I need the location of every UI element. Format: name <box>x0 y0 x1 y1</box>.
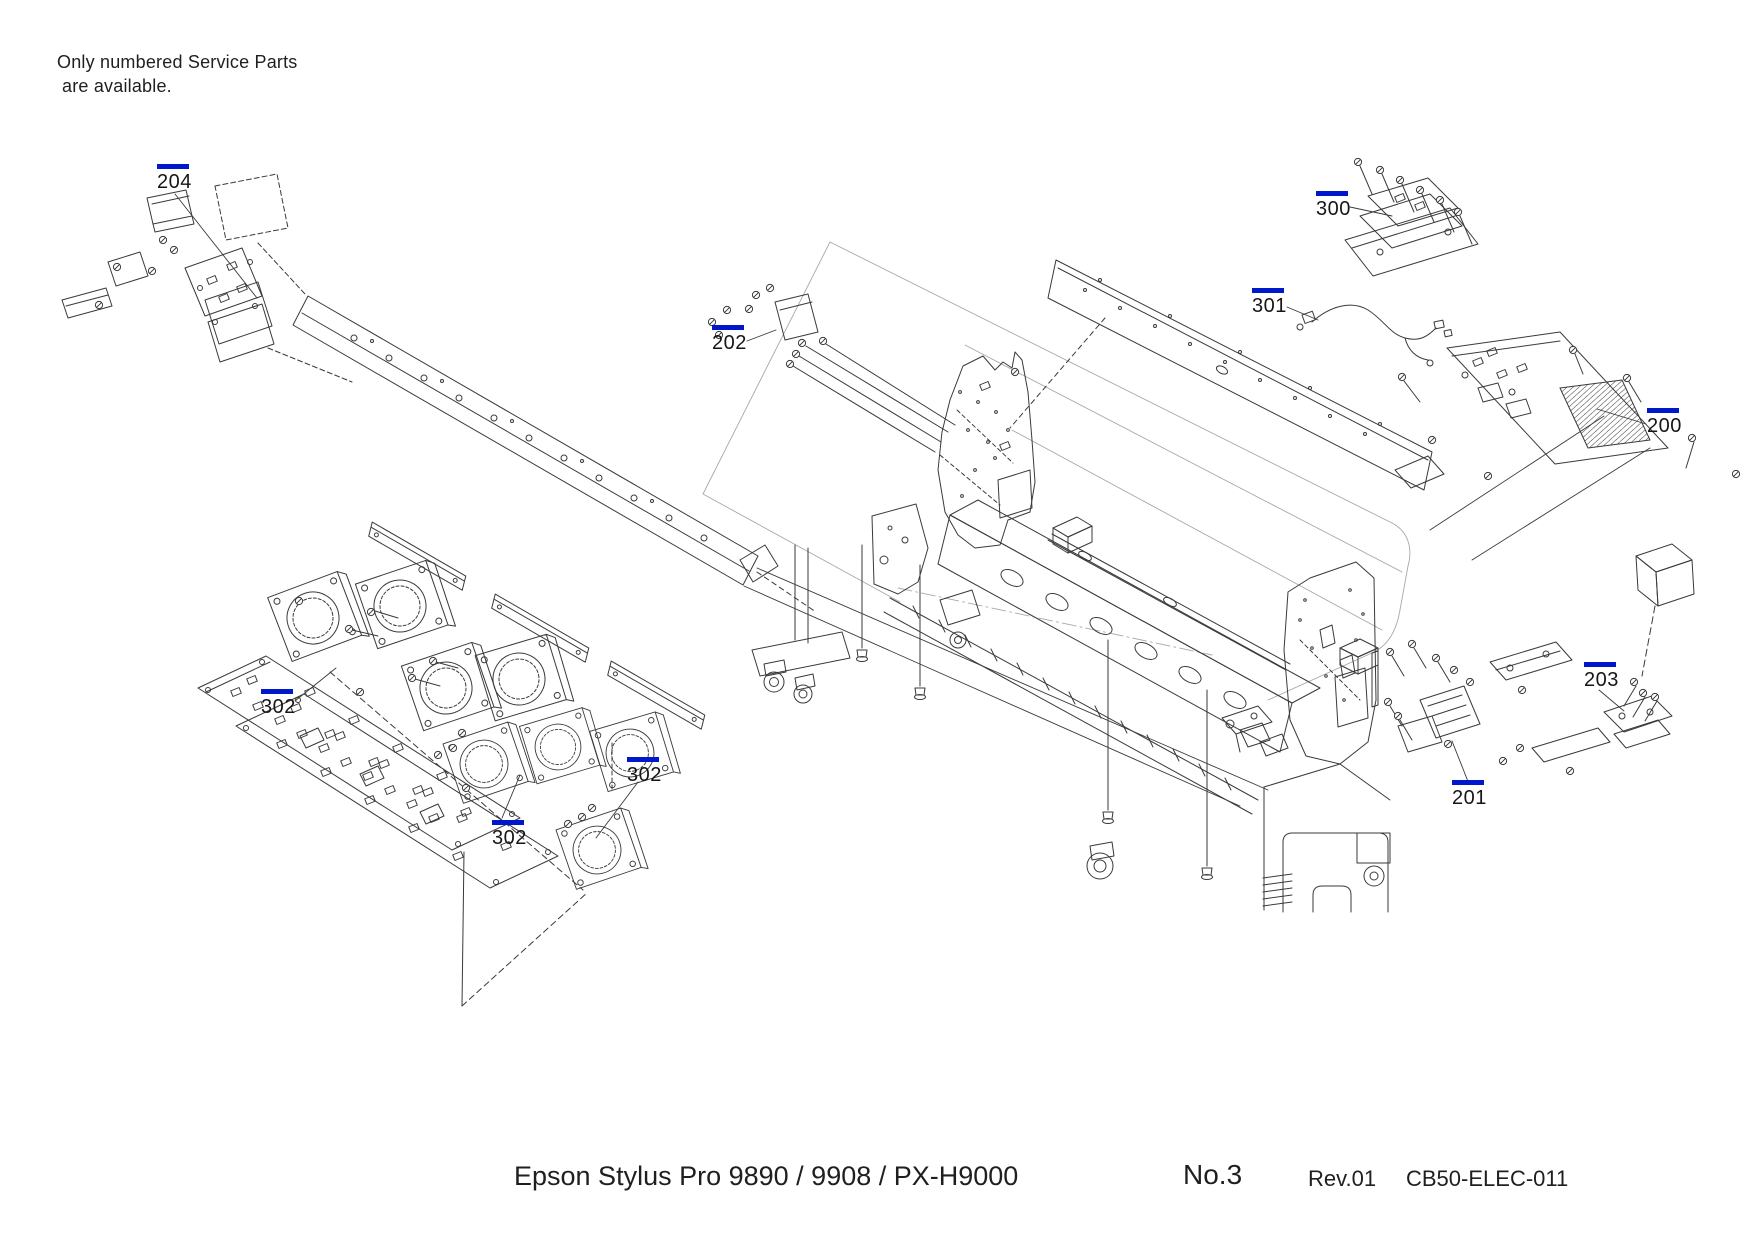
right-long-panel <box>1009 259 1445 491</box>
part-label-202: 202 <box>712 325 747 353</box>
part-label-201: 201 <box>1452 780 1487 808</box>
part-label-301: 301 <box>1252 288 1287 316</box>
part-label-302: 302 <box>627 757 662 785</box>
part-200-board <box>1403 331 1695 561</box>
part-number: 202 <box>712 332 747 354</box>
part-number: 203 <box>1584 669 1619 691</box>
part-number: 301 <box>1252 295 1287 317</box>
part-number: 204 <box>157 171 192 193</box>
part-label-bar <box>1647 408 1679 413</box>
part-label-300: 300 <box>1316 191 1351 219</box>
label-leader-lines <box>174 193 1647 839</box>
part-203-assembly <box>1603 543 1695 749</box>
part-label-203: 203 <box>1584 662 1619 690</box>
part-201-assembly <box>1389 641 1611 763</box>
part-number: 302 <box>492 827 527 849</box>
part-number: 201 <box>1452 787 1487 809</box>
service-note: Only numbered Service Parts are availabl… <box>57 50 298 98</box>
part-label-bar <box>492 820 524 825</box>
printer-chassis <box>751 351 1391 913</box>
part-label-bar <box>627 757 659 762</box>
part-number: 300 <box>1316 198 1351 220</box>
part-number: 302 <box>261 696 296 718</box>
driver-board-assembly <box>197 655 589 1007</box>
service-note-line1: Only numbered Service Parts <box>57 52 298 72</box>
part-label-302: 302 <box>261 689 296 717</box>
part-label-bar <box>712 325 744 330</box>
part-number: 200 <box>1647 415 1682 437</box>
part-label-bar <box>1252 288 1284 293</box>
part-label-bar <box>261 689 293 694</box>
part-label-bar <box>1316 191 1348 196</box>
part-label-302: 302 <box>492 820 527 848</box>
part-label-204: 204 <box>157 164 192 192</box>
part-label-bar <box>157 164 189 169</box>
fan-assemblies <box>265 521 709 892</box>
part-301-cable <box>1296 304 1453 367</box>
part-300-assembly <box>1344 165 1479 277</box>
part-label-bar <box>1584 662 1616 667</box>
rail-assembly <box>292 295 1269 807</box>
part-202-assembly <box>774 293 956 453</box>
part-label-200: 200 <box>1647 408 1682 436</box>
printer-silhouette <box>702 241 1411 701</box>
part-number: 302 <box>627 764 662 786</box>
service-note-line2: are available. <box>62 76 172 96</box>
part-label-bar <box>1452 780 1484 785</box>
screws <box>94 157 1741 829</box>
part-204-assembly <box>61 173 353 383</box>
